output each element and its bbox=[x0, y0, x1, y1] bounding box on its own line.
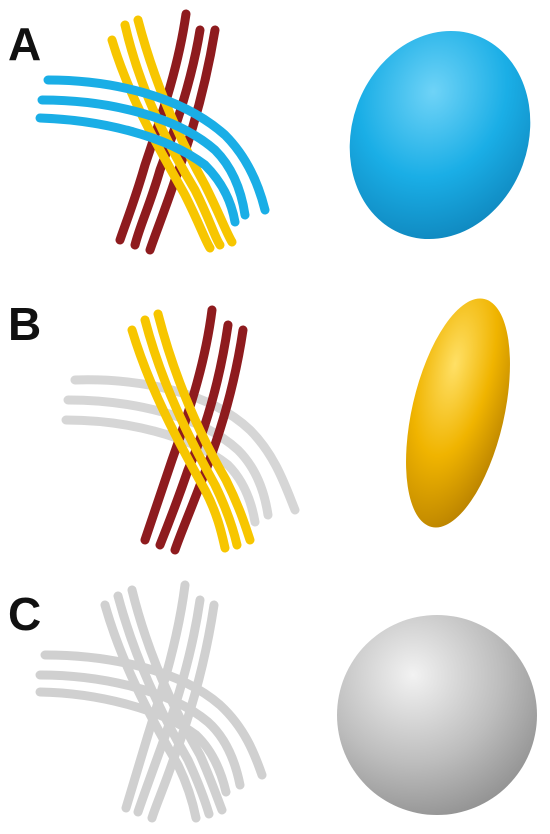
sphere-c bbox=[337, 615, 537, 815]
panel-b: B bbox=[8, 298, 510, 555]
strands-yellow-a bbox=[107, 15, 237, 253]
strands-gray-c bbox=[35, 580, 267, 823]
panel-label-a: A bbox=[8, 18, 41, 70]
strands-yellow-b bbox=[127, 309, 255, 553]
strands-blue-a bbox=[35, 75, 270, 227]
panel-label-b: B bbox=[8, 298, 41, 350]
panel-a: A bbox=[8, 9, 531, 255]
ellipsoid-a bbox=[349, 30, 531, 240]
fiber-bundle-b bbox=[61, 305, 300, 555]
fiber-bundle-c bbox=[35, 580, 267, 823]
fiber-bundle-a bbox=[35, 9, 270, 255]
prolate-ellipsoid-b bbox=[406, 298, 510, 528]
panel-c: C bbox=[8, 580, 537, 823]
panel-label-c: C bbox=[8, 588, 41, 640]
